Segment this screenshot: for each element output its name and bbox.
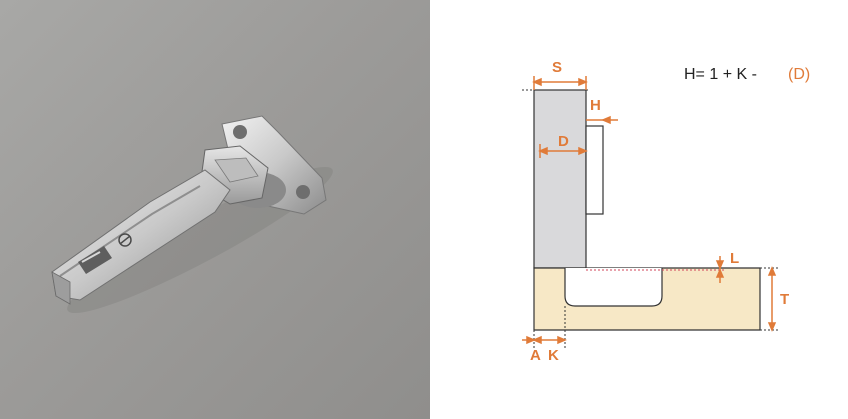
a-arrow	[526, 335, 536, 345]
s-arrow-right	[578, 77, 588, 87]
d-arrow-right	[578, 146, 588, 156]
k-arrow-right	[557, 335, 567, 345]
t-arrow-top	[767, 266, 777, 276]
label-d: D	[558, 133, 569, 150]
k-arrow-left	[532, 335, 542, 345]
cabinet-side-panel	[533, 89, 587, 269]
l-arrow-up	[715, 268, 725, 278]
hinge-photo	[0, 0, 430, 419]
hinge-photo-icon	[51, 115, 333, 314]
mounting-plate	[585, 125, 604, 215]
l-arrow-down	[715, 260, 725, 270]
label-t: T	[780, 291, 789, 308]
label-a: A	[530, 347, 541, 364]
formula-text: H= 1 + K -	[684, 66, 757, 83]
diagram-canvas: H= 1 + K - (D)	[522, 59, 810, 364]
cup-recess	[564, 268, 663, 307]
dimension-diagram: H= 1 + K - (D)	[430, 0, 848, 419]
d-arrow-left	[538, 146, 548, 156]
t-arrow-bottom	[767, 322, 777, 332]
formula-variable: (D)	[788, 66, 810, 83]
label-l: L	[730, 250, 739, 267]
s-arrow-left	[532, 77, 542, 87]
label-s: S	[552, 59, 562, 76]
h-arrow	[601, 115, 611, 125]
label-k: K	[548, 347, 559, 364]
label-h: H	[590, 97, 601, 114]
